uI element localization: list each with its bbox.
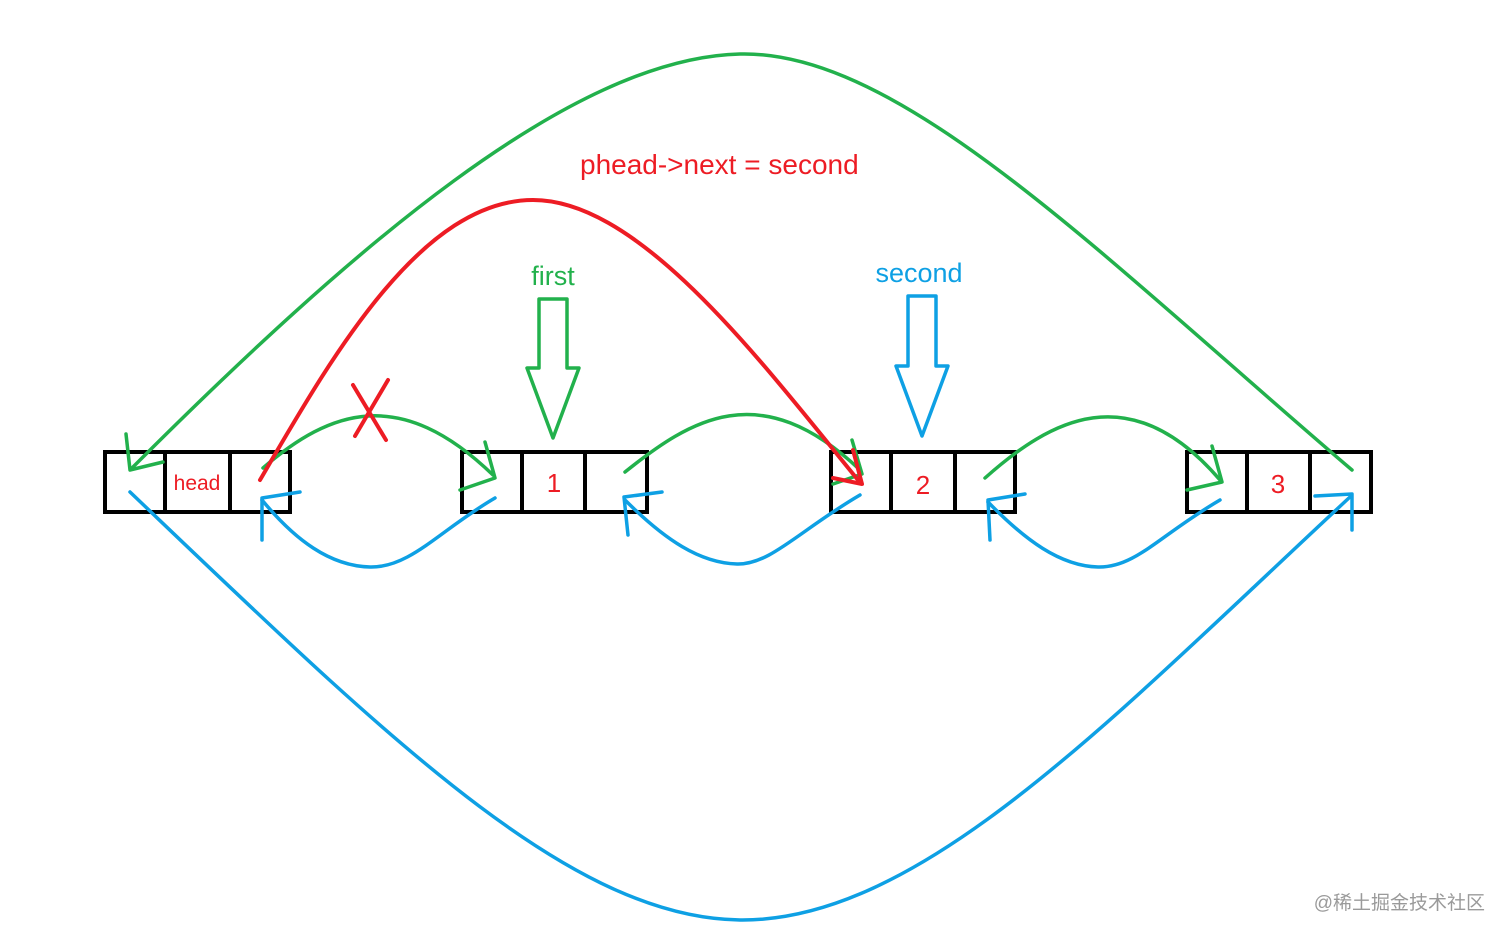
next-arrow-2-to-3	[983, 415, 1222, 482]
second-pointer: second	[875, 258, 963, 438]
second-pointer-label: second	[875, 258, 962, 288]
node-head: head	[103, 450, 292, 514]
new-link	[258, 198, 864, 486]
next-links	[124, 52, 1354, 492]
new-next-arrow-head-to-2-tip	[831, 448, 864, 486]
new-next-arrow-head-to-2	[258, 198, 860, 482]
first-pointer: first	[525, 261, 581, 440]
node-1-label: 1	[547, 468, 561, 498]
prev-arrow-head-to-3-tip	[1313, 492, 1354, 532]
node-head-prev-cell	[103, 450, 167, 514]
node-head-next-cell	[228, 450, 292, 514]
prev-arrow-3-to-2-tip	[986, 492, 1027, 542]
second-pointer-arrow	[894, 294, 950, 438]
next-arrow-2-to-3-tip	[1185, 444, 1224, 492]
assignment-annotation: phead->next = second	[580, 149, 859, 180]
node-head-label: head	[174, 472, 221, 495]
prev-arrow-1-to-head	[260, 496, 497, 569]
node-3-label: 3	[1271, 469, 1285, 499]
next-arrow-1-to-2	[623, 412, 862, 474]
prev-arrow-2-to-1-tip	[622, 490, 664, 537]
prev-arrow-head-to-3	[128, 490, 1352, 922]
prev-links	[128, 490, 1354, 922]
cross-mark-stroke-b	[353, 378, 390, 438]
prev-arrow-3-to-2	[986, 498, 1222, 569]
cross-mark	[351, 378, 390, 442]
next-arrow-3-to-head	[130, 52, 1354, 472]
first-pointer-arrow	[525, 297, 581, 440]
next-arrow-3-to-head-tip	[124, 432, 165, 472]
node-head-value-cell	[163, 450, 232, 514]
first-pointer-label: first	[531, 261, 575, 291]
next-arrow-head-to-1-tip	[458, 440, 497, 492]
watermark-text: @稀土掘金技术社区	[1314, 892, 1485, 914]
prev-arrow-2-to-1	[623, 493, 862, 566]
prev-arrow-1-to-head-tip	[260, 490, 302, 542]
node-1-value-cell	[520, 450, 587, 514]
node-1: 1	[460, 450, 649, 514]
node-2-label: 2	[916, 470, 930, 500]
